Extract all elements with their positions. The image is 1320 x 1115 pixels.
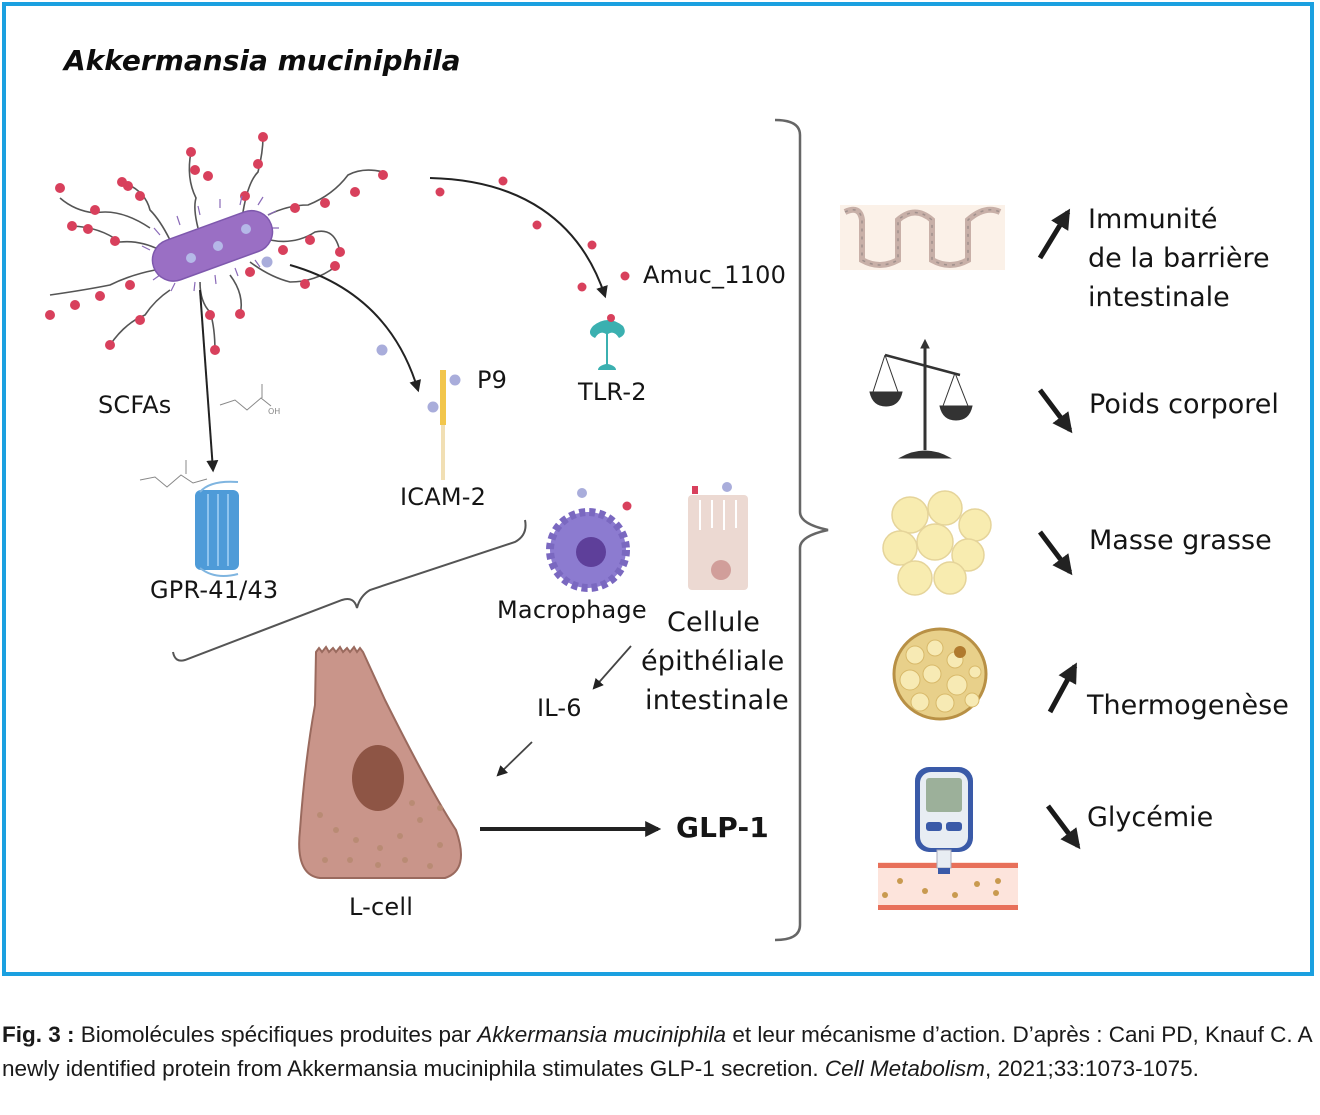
epithelial-label-line3: intestinale: [645, 685, 789, 716]
effect-immunity-line2: de la barrière: [1088, 243, 1270, 274]
effect-label-weight: Poids corporel: [1089, 389, 1279, 420]
amuc-1100-dots: [435, 176, 630, 292]
p9-arrow: [289, 264, 421, 393]
caption-journal: Cell Metabolism: [824, 1056, 985, 1081]
svg-text:OH: OH: [268, 407, 280, 416]
l-cell-icon: [298, 645, 463, 879]
increase-arrow-thermogenesis: [1047, 662, 1078, 714]
amuc-1100-label: Amuc_1100: [643, 261, 787, 289]
epithelial-label-line1: Cellule: [667, 607, 761, 638]
glp1-label: GLP-1: [676, 811, 769, 844]
caption-label: Fig. 3 :: [2, 1022, 75, 1047]
glucometer-icon: [878, 767, 1018, 910]
macrophage-icon: [546, 488, 632, 592]
icam-label: ICAM-2: [400, 483, 487, 511]
effect-arrows: [1037, 208, 1081, 850]
effect-label-glycemia: Glycémie: [1087, 802, 1214, 833]
il6-label: IL-6: [537, 694, 582, 722]
caption-text-3: , 2021;33:1073-1075.: [984, 1056, 1199, 1081]
caption-text-1: Biomolécules spécifiques produites par: [74, 1022, 478, 1047]
effect-immunity-line1: Immunité: [1088, 204, 1218, 235]
effect-label-thermogenesis: Thermogenèse: [1087, 690, 1289, 721]
diagram-artwork: OH: [45, 118, 1081, 942]
macrophage-bracket: [172, 519, 527, 662]
bacterium-icon: [45, 132, 388, 355]
macrophage-label: Macrophage: [497, 596, 647, 624]
intestinal-villi-icon: [840, 205, 1005, 270]
p9-label: P9: [477, 366, 508, 394]
il6-arrow-2: [496, 741, 533, 777]
effect-label-immunity: Immunité de la barrière intestinale: [1088, 200, 1270, 317]
epithelial-label-line2: épithéliale: [641, 646, 785, 677]
effect-label-fat-mass: Masse grasse: [1089, 525, 1272, 556]
figure-frame: [2, 2, 1314, 976]
caption-text-2: et leur mécanisme d’action. D’après : Ca…: [2, 1022, 1312, 1081]
il6-arrow-1: [592, 645, 632, 690]
effect-immunity-line3: intestinale: [1088, 282, 1230, 313]
decrease-arrow-fat-mass: [1038, 530, 1073, 576]
balance-scale-icon: [869, 338, 973, 459]
l-cell-label: L-cell: [349, 893, 414, 921]
scfas-label: SCFAs: [98, 391, 172, 419]
decrease-arrow-weight: [1038, 388, 1073, 434]
tlr-2-label: TLR-2: [578, 378, 647, 406]
figure-caption: Fig. 3 : Biomolécules spécifiques produi…: [2, 1018, 1318, 1086]
amuc-arrow: [429, 177, 608, 299]
scfa-molecule-icon: [139, 384, 272, 488]
epithelial-cell-icon: [688, 482, 748, 590]
brown-fat-cell-icon: [892, 627, 988, 721]
diagram-title: Akkermansia muciniphila: [64, 44, 461, 77]
effects-brace: [774, 118, 829, 942]
decrease-arrow-glycemia: [1046, 804, 1081, 850]
gpr-41-43-receptor-icon: [195, 480, 239, 577]
caption-species: Akkermansia muciniphila: [477, 1022, 727, 1047]
increase-arrow-immunity: [1037, 208, 1071, 260]
icam-2-receptor-icon: [440, 370, 446, 480]
p9-dots: [261, 256, 461, 413]
tlr-2-receptor-icon: [589, 314, 625, 370]
scfa-arrow: [199, 289, 219, 473]
gpr-label: GPR-41/43: [150, 576, 279, 604]
fat-cells-icon: [882, 490, 992, 596]
